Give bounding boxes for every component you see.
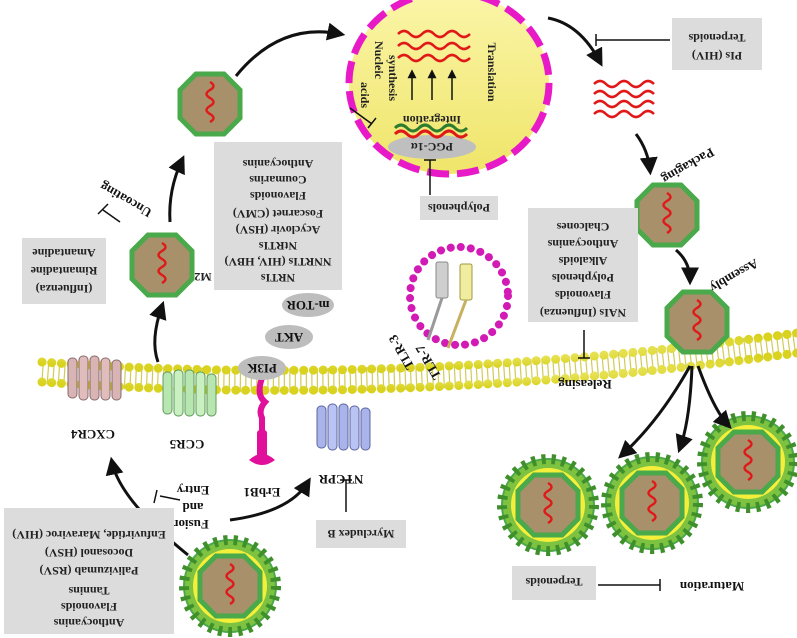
enveloped-virion-released-2 [606,457,698,549]
myrcludex-label: Myrcludex B [328,527,395,541]
polyphenols-label: Polyphenols [428,201,490,215]
cxcr4-label: CXCR4 [70,427,115,442]
entry-red-2: Flavonoids [61,600,117,614]
entry-inhibitors-box: Anthocyanins Flavonoids Tannins Palivizu… [4,508,174,634]
replication-black-5: Foscarnet (CMV) [233,207,323,221]
maturation-label: Maturation [679,579,744,594]
capsid-budding [667,292,727,352]
replication-red-2: Coumarins [249,173,307,187]
release-black-1: NAIs (Influenza) [540,306,626,320]
endosome [406,243,512,349]
fusion-label: Fusion [170,517,208,532]
cxcr4-receptor [67,355,122,401]
entry-black-3: Enfuvirtide, Maraviroc (HIV) [12,528,165,542]
nucleus: PGC-1α Integration Nucleic acids synthes… [345,0,553,178]
release-red-3: Alkaloids [558,254,607,268]
entry-label: Entry [176,483,209,498]
inhibit-line-uncoating [102,209,121,223]
entry-red-3: Tannins [68,584,109,598]
inhibit-line-entry [159,495,181,501]
capsid-assembled [637,185,697,245]
free-rna-strands [593,79,655,119]
ccr5-label: CCR5 [169,437,204,452]
packaging-label: Packaging [659,145,717,187]
capsid-entered [132,235,192,295]
inhibit-line-replication [349,107,373,125]
pi3k-node: PI3K [238,356,286,380]
enveloped-virion-released-1 [502,459,594,551]
ntcpr-receptor [316,403,371,451]
amantadine-line-2: Rimantadine [30,264,97,278]
and-label: and [182,500,204,515]
capsid-uncoated [180,74,240,134]
nucleic-acids-label-1: Nucleic [372,41,386,80]
replication-red-1: Flavonoids [250,189,306,203]
enveloped-virion-incoming [184,540,276,632]
amantadine-line-1: (Influenza) [36,282,93,296]
replication-black-3: NtRTIs [259,239,298,253]
erbb1-label: ErbB1 [244,485,281,500]
m2-label: M2 [194,270,211,284]
release-red-1: Flavonoids [555,288,611,302]
nucleic-acids-label-2: acids [358,82,372,108]
replication-black-2: NNRTIs (HIV, HBV) [224,255,331,269]
myrcludex-box: Myrcludex B [316,520,406,548]
ccr5-receptor [162,369,217,417]
terpenoids-top-label: Terpenoids [688,31,745,45]
release-red-4: Anthocyanins [547,237,618,251]
replication-red-3: Anthocyanins [242,157,313,171]
release-inhibitors-box: NAIs (Influenza) Flavonoids Polyphenols … [528,208,638,322]
uncoating-label: Uncoating [97,179,154,221]
maturation-terpenoids-box: Terpenoids [512,566,596,600]
mtor-label: m-TOR [286,298,330,313]
entry-black-1: Palivizumab (RSV) [39,564,138,578]
pi3k-label: PI3K [246,361,277,376]
mtor-node: m-TOR [282,293,334,317]
akt-node: AKT [265,325,313,349]
enveloped-virion-released-3 [702,416,794,508]
replication-inhibitors-box: NRTIs NNRTIs (HIV, HBV) NtRTIs Acyclovir… [214,142,342,290]
maturation-terpenoids-label: Terpenoids [525,575,582,589]
entry-red-1: Anthocyanins [53,616,124,630]
erbb1-receptor [249,377,275,465]
releasing-label: Releasing [558,377,612,392]
entry-black-2: Docosanol (HSV) [45,546,133,560]
pgc1a-label: PGC-1α [411,140,453,154]
amantadine-line-3: Amantadine [32,246,96,260]
polyphenols-box: Polyphenols [420,196,498,220]
amantadine-box: (Influenza) Rimantadine Amantadine [22,238,106,304]
integration-label: Integration [403,113,461,127]
terpenoids-pis-box: PIs (HIV) Terpenoids [672,18,762,70]
akt-label: AKT [275,330,304,345]
replication-black-1: NRTIs [261,271,296,285]
release-red-2: Polyphenols [552,271,614,285]
pis-label: PIs (HIV) [692,49,742,63]
translation-label: Translation [485,42,499,101]
replication-black-4: Acyclovir (HSV) [236,223,321,237]
assembly-label: Assembly [707,256,761,296]
nucleic-acids-label-3: synthesis [386,55,400,101]
release-red-5: Chalcones [556,220,609,234]
